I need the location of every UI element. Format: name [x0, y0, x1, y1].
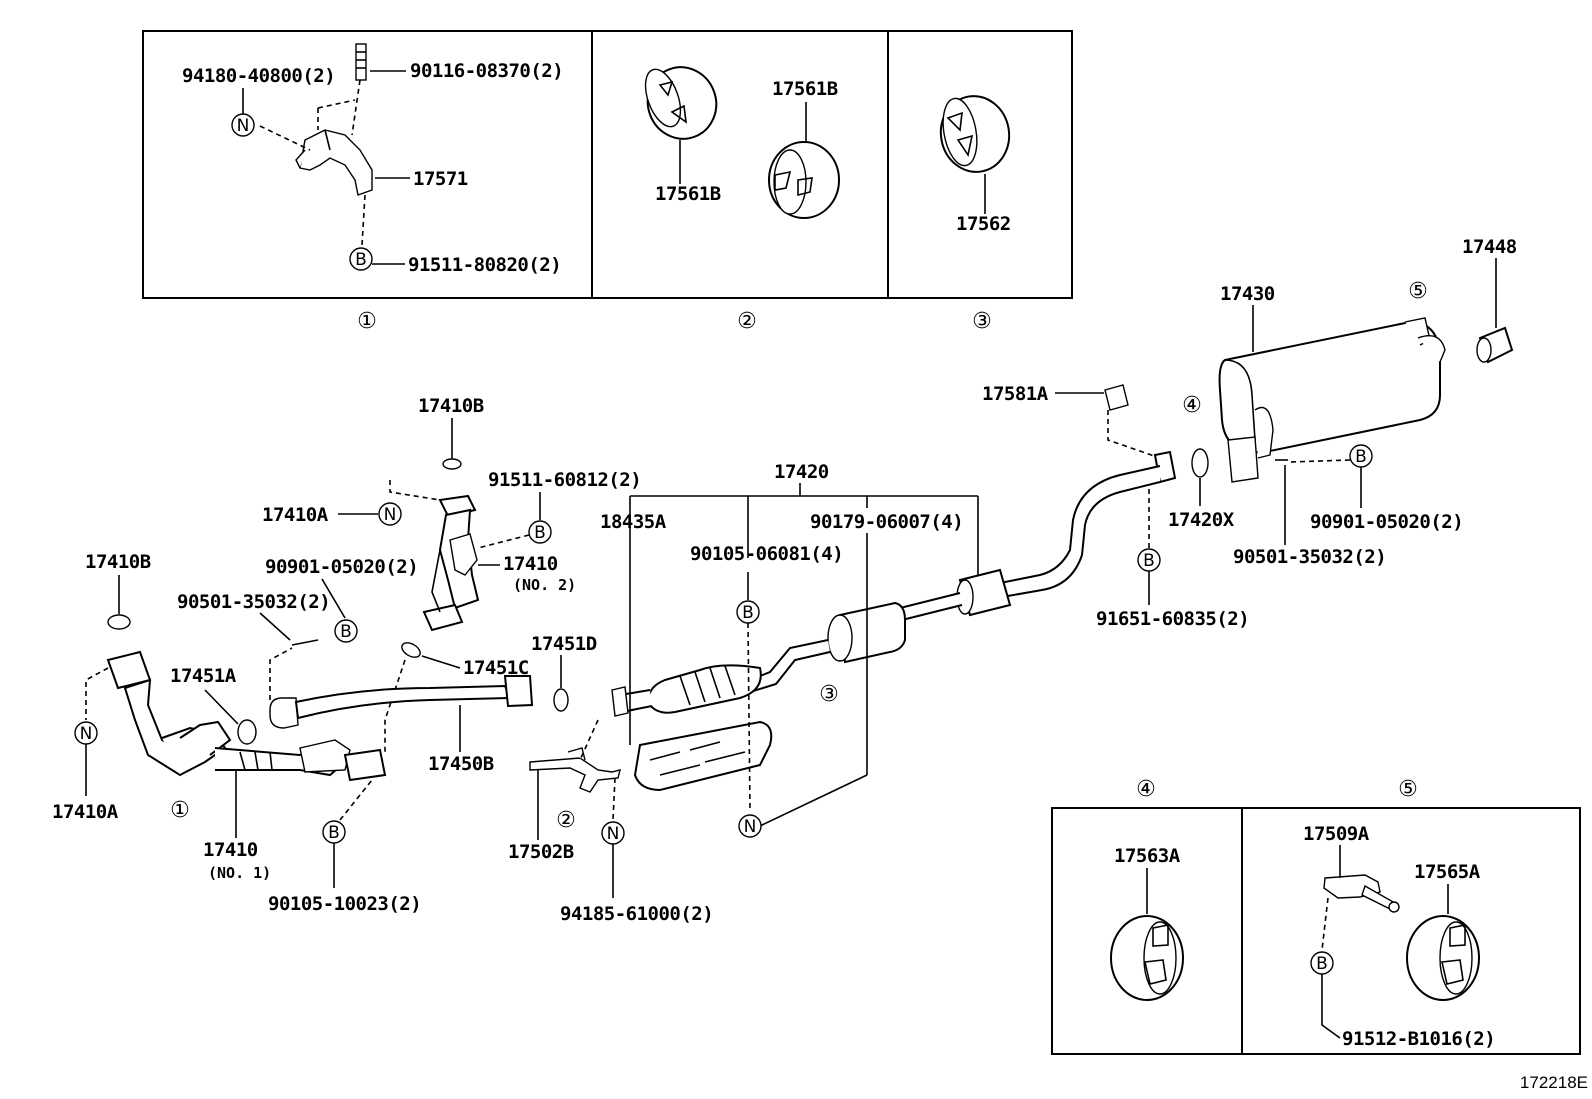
- label-17571: 17571: [413, 168, 468, 190]
- label-90901-05020-right: 90901-05020(2): [1310, 511, 1463, 533]
- label-17420x: 17420X: [1168, 509, 1235, 531]
- section-number-4-inset: ④: [1136, 777, 1156, 802]
- gasket-17420x: [1191, 448, 1209, 478]
- label-17410-no2-sub: (NO. 2): [513, 576, 576, 594]
- label-94185-61000: 94185-61000(2): [560, 903, 713, 925]
- label-17410b-left: 17410B: [85, 551, 151, 573]
- part-17581a-drawing: [1104, 384, 1129, 411]
- label-17410-no1-sub: (NO. 1): [208, 864, 271, 882]
- label-17448: 17448: [1462, 236, 1517, 258]
- label-17502b: 17502B: [508, 841, 574, 863]
- gasket-17410b-left: [107, 614, 131, 630]
- label-17561b-a: 17561B: [655, 183, 721, 205]
- label-17450b: 17450B: [428, 753, 494, 775]
- marker-b: B: [328, 823, 340, 843]
- label-90105-10023: 90105-10023(2): [268, 893, 421, 915]
- section-number-2-main: ②: [556, 808, 576, 833]
- label-91512-b1016: 91512-B1016(2): [1342, 1028, 1495, 1050]
- marker-b: B: [1355, 447, 1367, 467]
- section-number-5-inset: ⑤: [1398, 777, 1418, 802]
- label-17420: 17420: [774, 461, 829, 483]
- marker-b: B: [1143, 551, 1155, 571]
- heat-shield-18435a-drawing: [633, 720, 773, 792]
- label-90501-35032-right: 90501-35032(2): [1233, 546, 1386, 568]
- marker-b-circle: [349, 247, 373, 271]
- inset-box-5: [1241, 807, 1581, 1055]
- bracket-17509a-drawing: [1323, 874, 1400, 913]
- marker-n-circle: [738, 814, 762, 838]
- reference-code: 172218E: [1520, 1073, 1588, 1092]
- label-17565a: 17565A: [1414, 861, 1481, 883]
- marker-b-circle: [528, 520, 552, 544]
- section-number-1: ①: [357, 309, 377, 334]
- marker-n: N: [80, 724, 93, 744]
- muffler-17430-drawing: [1218, 317, 1446, 483]
- marker-n: N: [607, 824, 620, 844]
- label-94180-40800: 94180-40800(2): [182, 65, 335, 87]
- hanger-17562-drawing: [939, 95, 1011, 173]
- section-number-2: ②: [737, 309, 757, 334]
- hanger-17561b-b-drawing: [768, 141, 840, 219]
- label-17561b-b: 17561B: [772, 78, 838, 100]
- section-number-1-main: ①: [170, 798, 190, 823]
- bracket-17571-drawing: [259, 43, 373, 246]
- section-number-4: ④: [1182, 393, 1202, 418]
- marker-b: B: [340, 622, 352, 642]
- marker-n: N: [384, 505, 397, 525]
- label-90179-06007: 90179-06007(4): [810, 511, 963, 533]
- hanger-17565a-drawing: [1406, 915, 1480, 1001]
- label-90501-35032-left: 90501-35032(2): [177, 591, 330, 613]
- marker-n: N: [237, 116, 250, 136]
- label-17509a: 17509A: [1303, 823, 1370, 845]
- inset-box-2: [591, 30, 889, 299]
- label-17410a-left: 17410A: [52, 801, 119, 823]
- center-pipe-17420-drawing: [611, 450, 1177, 717]
- front-pipe-17450b-drawing: [269, 675, 534, 729]
- label-91511-80820: 91511-80820(2): [408, 254, 561, 276]
- section-number-3-main: ③: [819, 682, 839, 707]
- gasket-17451a: [237, 719, 257, 745]
- label-90116-08370: 90116-08370(2): [410, 60, 563, 82]
- label-17451c: 17451C: [463, 657, 529, 679]
- gasket-17451d: [553, 688, 569, 712]
- label-17563a: 17563A: [1114, 845, 1181, 867]
- marker-b: B: [534, 523, 546, 543]
- marker-b: B: [355, 250, 367, 270]
- marker-b: B: [742, 603, 754, 623]
- label-90105-06081: 90105-06081(4): [690, 543, 843, 565]
- bracket-17502b-drawing: [529, 747, 621, 793]
- exhaust-manifold-no1-drawing: [106, 650, 387, 782]
- section-number-3: ③: [972, 309, 992, 334]
- label-17451d: 17451D: [531, 633, 597, 655]
- tail-tip-17448-drawing: [1476, 326, 1514, 364]
- gasket-17451c: [401, 642, 421, 658]
- label-17430: 17430: [1220, 283, 1275, 305]
- label-17410a-top: 17410A: [262, 504, 329, 526]
- label-17581a: 17581A: [982, 383, 1049, 405]
- label-17410-no2: 17410: [503, 553, 558, 575]
- marker-n-circle: [378, 502, 402, 526]
- label-17451a: 17451A: [170, 665, 237, 687]
- label-91511-60812: 91511-60812(2): [488, 469, 641, 491]
- inset-box-3: [887, 30, 1073, 299]
- marker-b-circle: [334, 619, 358, 643]
- marker-b: B: [1316, 954, 1328, 974]
- section-number-5: ⑤: [1408, 279, 1428, 304]
- exhaust-manifold-no2-drawing: [422, 494, 480, 632]
- label-91651-60835: 91651-60835(2): [1096, 608, 1249, 630]
- marker-n: N: [744, 817, 757, 837]
- label-18435a: 18435A: [600, 511, 667, 533]
- hanger-17563a-drawing: [1110, 915, 1184, 1001]
- label-90901-05020-left: 90901-05020(2): [265, 556, 418, 578]
- label-17410-no1: 17410: [203, 839, 258, 861]
- hanger-17561b-a-drawing: [644, 66, 718, 140]
- marker-n-circle: [231, 113, 255, 137]
- label-17410b-top: 17410B: [418, 395, 484, 417]
- gasket-17410b-top: [442, 458, 462, 470]
- label-17562: 17562: [956, 213, 1011, 235]
